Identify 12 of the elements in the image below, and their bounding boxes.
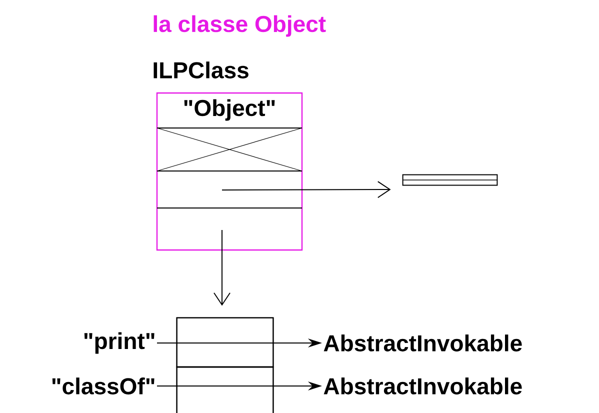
class-label: AbstractInvokable: [324, 334, 522, 352]
table-row: [176, 317, 274, 368]
class-label: AbstractInvokable: [324, 378, 522, 394]
title: la classe Object: [154, 15, 326, 37]
arrow: [222, 181, 391, 198]
node-label: ILPClass: [154, 62, 248, 78]
bar-symbol: [402, 174, 498, 186]
class-box: ILPClass "Object": [154, 62, 303, 251]
key-label: "classOf": [52, 378, 154, 394]
key-label: "print": [84, 332, 154, 354]
table-row: [176, 366, 274, 413]
arrow: [214, 230, 230, 306]
